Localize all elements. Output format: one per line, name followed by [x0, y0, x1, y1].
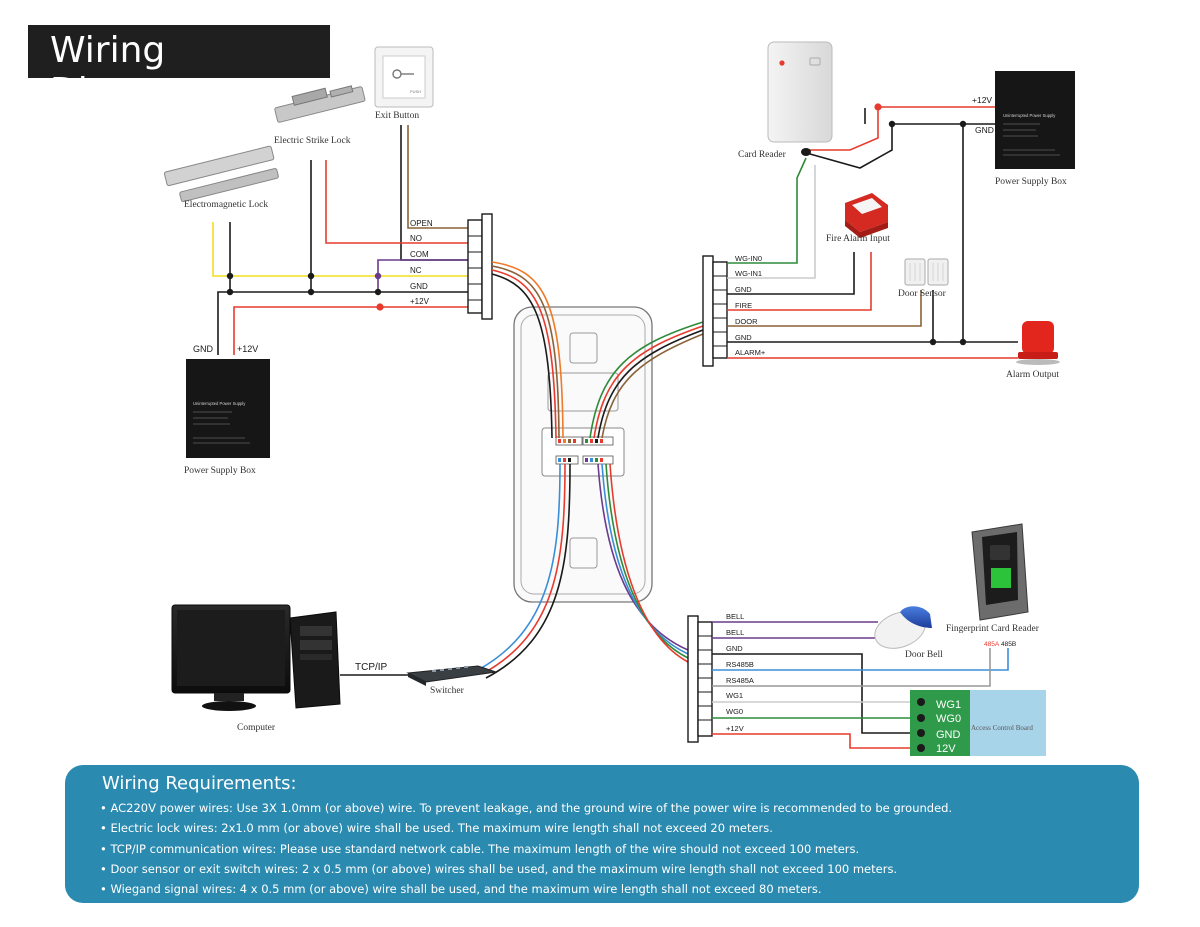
- wire-open: [407, 125, 470, 229]
- wire-nc-purple: [377, 259, 470, 292]
- requirements-list: AC220V power wires: Use 3X 1.0mm (or abo…: [100, 798, 952, 899]
- right-psu-12v: +12V: [972, 95, 992, 105]
- cable-bundles: [477, 261, 704, 679]
- door-bell-label: Door Bell: [905, 650, 943, 660]
- term-gnd-1: GND: [735, 285, 752, 294]
- term-gnd-2: GND: [735, 333, 752, 342]
- term-nc: NC: [410, 266, 422, 275]
- board-gnd: GND: [936, 729, 961, 741]
- door-sensor-label: Door Sensor: [898, 289, 947, 299]
- term-wg-in1: WG-IN1: [735, 269, 762, 278]
- term-gnd-bottom: GND: [726, 644, 743, 653]
- power-supply-right: +12V GND Uninterrupted Power Supply Powe…: [972, 71, 1075, 187]
- fire-alarm-label: Fire Alarm Input: [826, 234, 890, 244]
- card-reader-device: Card Reader: [738, 41, 833, 160]
- door-bell-device: Door Bell: [874, 606, 943, 660]
- term-wg1: WG1: [726, 691, 743, 700]
- exit-button-label: Exit Button: [375, 111, 419, 121]
- switcher-label: Switcher: [430, 686, 465, 696]
- magnetic-lock-label: Electromagnetic Lock: [184, 200, 268, 210]
- title-banner: Wiring Diagram: [28, 25, 330, 112]
- fingerprint-reader-label: Fingerprint Card Reader: [946, 624, 1040, 634]
- term-12v-bottom: +12V: [726, 724, 744, 733]
- requirements-title: Wiring Requirements:: [102, 773, 297, 794]
- wire-no: [325, 160, 470, 244]
- sensor-wiring: [727, 103, 1018, 359]
- requirement-item: AC220V power wires: Use 3X 1.0mm (or abo…: [100, 798, 952, 818]
- rs485a-label: 485A: [984, 641, 1000, 648]
- strike-lock-device: Electric Strike Lock: [274, 85, 366, 146]
- requirement-item: Electric lock wires: 2x1.0 mm (or above)…: [100, 818, 952, 838]
- board-wg0: WG0: [936, 713, 961, 725]
- term-com: COM: [410, 250, 429, 259]
- right-psu-gnd: GND: [975, 125, 994, 135]
- lock-wiring: [212, 125, 470, 355]
- wire-gnd: [217, 291, 470, 355]
- term-no: NO: [410, 234, 422, 243]
- term-bell-2: BELL: [726, 628, 744, 637]
- alarm-output-label: Alarm Output: [1006, 370, 1059, 380]
- term-rs485b: RS485B: [726, 660, 754, 669]
- board-wg1: WG1: [936, 699, 961, 711]
- access-board-device: WG1 WG0 GND 12V Access Control Board: [910, 690, 1046, 756]
- access-board-label: Access Control Board: [971, 724, 1033, 732]
- magnetic-lock-device: Electromagnetic Lock: [163, 145, 279, 210]
- wire-nc-yellow: [212, 222, 470, 277]
- network-link: TCP/IP Switcher: [340, 662, 497, 696]
- exit-button-device: PUSH Exit Button: [374, 46, 434, 121]
- wiring-requirements-panel: Wiring Requirements: AC220V power wires:…: [65, 765, 1139, 903]
- fingerprint-reader-device: Fingerprint Card Reader 485A 485B: [946, 523, 1040, 648]
- term-fire: FIRE: [735, 301, 752, 310]
- left-psu-12v: +12V: [237, 344, 258, 354]
- fire-alarm-device: Fire Alarm Input: [826, 193, 890, 244]
- svg-text:Uninterrupted Power Supply: Uninterrupted Power Supply: [193, 401, 246, 406]
- card-reader-label: Card Reader: [738, 150, 787, 160]
- term-rs485a: RS485A: [726, 676, 754, 685]
- rs485b-label: 485B: [1001, 641, 1016, 648]
- left-psu-gnd: GND: [193, 344, 214, 354]
- svg-text:Uninterrupted Power Supply: Uninterrupted Power Supply: [1003, 113, 1056, 118]
- computer-label: Computer: [237, 723, 276, 733]
- requirement-item: Wiegand signal wires: 4 x 0.5 mm (or abo…: [100, 879, 952, 899]
- tcpip-label: TCP/IP: [355, 662, 388, 673]
- term-wg0: WG0: [726, 707, 743, 716]
- strike-lock-label: Electric Strike Lock: [274, 136, 351, 146]
- term-alarm: ALARM+: [735, 348, 766, 357]
- computer-device: Computer: [171, 604, 341, 733]
- requirement-item: TCP/IP communication wires: Please use s…: [100, 839, 952, 859]
- power-supply-left: GND +12V Uninterrupted Power Supply Powe…: [184, 344, 270, 476]
- term-12v: +12V: [410, 297, 430, 306]
- lock-terminal-block: OPEN NO COM NC GND +12V: [410, 213, 493, 320]
- term-door: DOOR: [735, 317, 758, 326]
- term-bell-1: BELL: [726, 612, 744, 621]
- term-wg-in0: WG-IN0: [735, 254, 762, 263]
- svg-text:PUSH: PUSH: [410, 89, 421, 94]
- alarm-output-device: Alarm Output: [1006, 321, 1060, 380]
- bottom-wiring: [712, 621, 1009, 749]
- controller-unit: [513, 306, 653, 603]
- term-gnd: GND: [410, 282, 428, 291]
- right-psu-label: Power Supply Box: [995, 177, 1067, 187]
- page-title: Wiring Diagram: [50, 30, 205, 112]
- board-12v: 12V: [936, 743, 956, 755]
- wire-12v: [233, 306, 470, 355]
- bottom-terminal-block: BELL BELL GND RS485B RS485A WG1 WG0 +12V: [687, 612, 754, 743]
- sensor-terminal-block: WG-IN0 WG-IN1 GND FIRE DOOR GND ALARM+: [702, 254, 766, 367]
- requirement-item: Door sensor or exit switch wires: 2 x 0.…: [100, 859, 952, 879]
- door-sensor-device: Door Sensor: [898, 258, 949, 299]
- left-psu-label: Power Supply Box: [184, 466, 256, 476]
- term-open: OPEN: [410, 219, 433, 228]
